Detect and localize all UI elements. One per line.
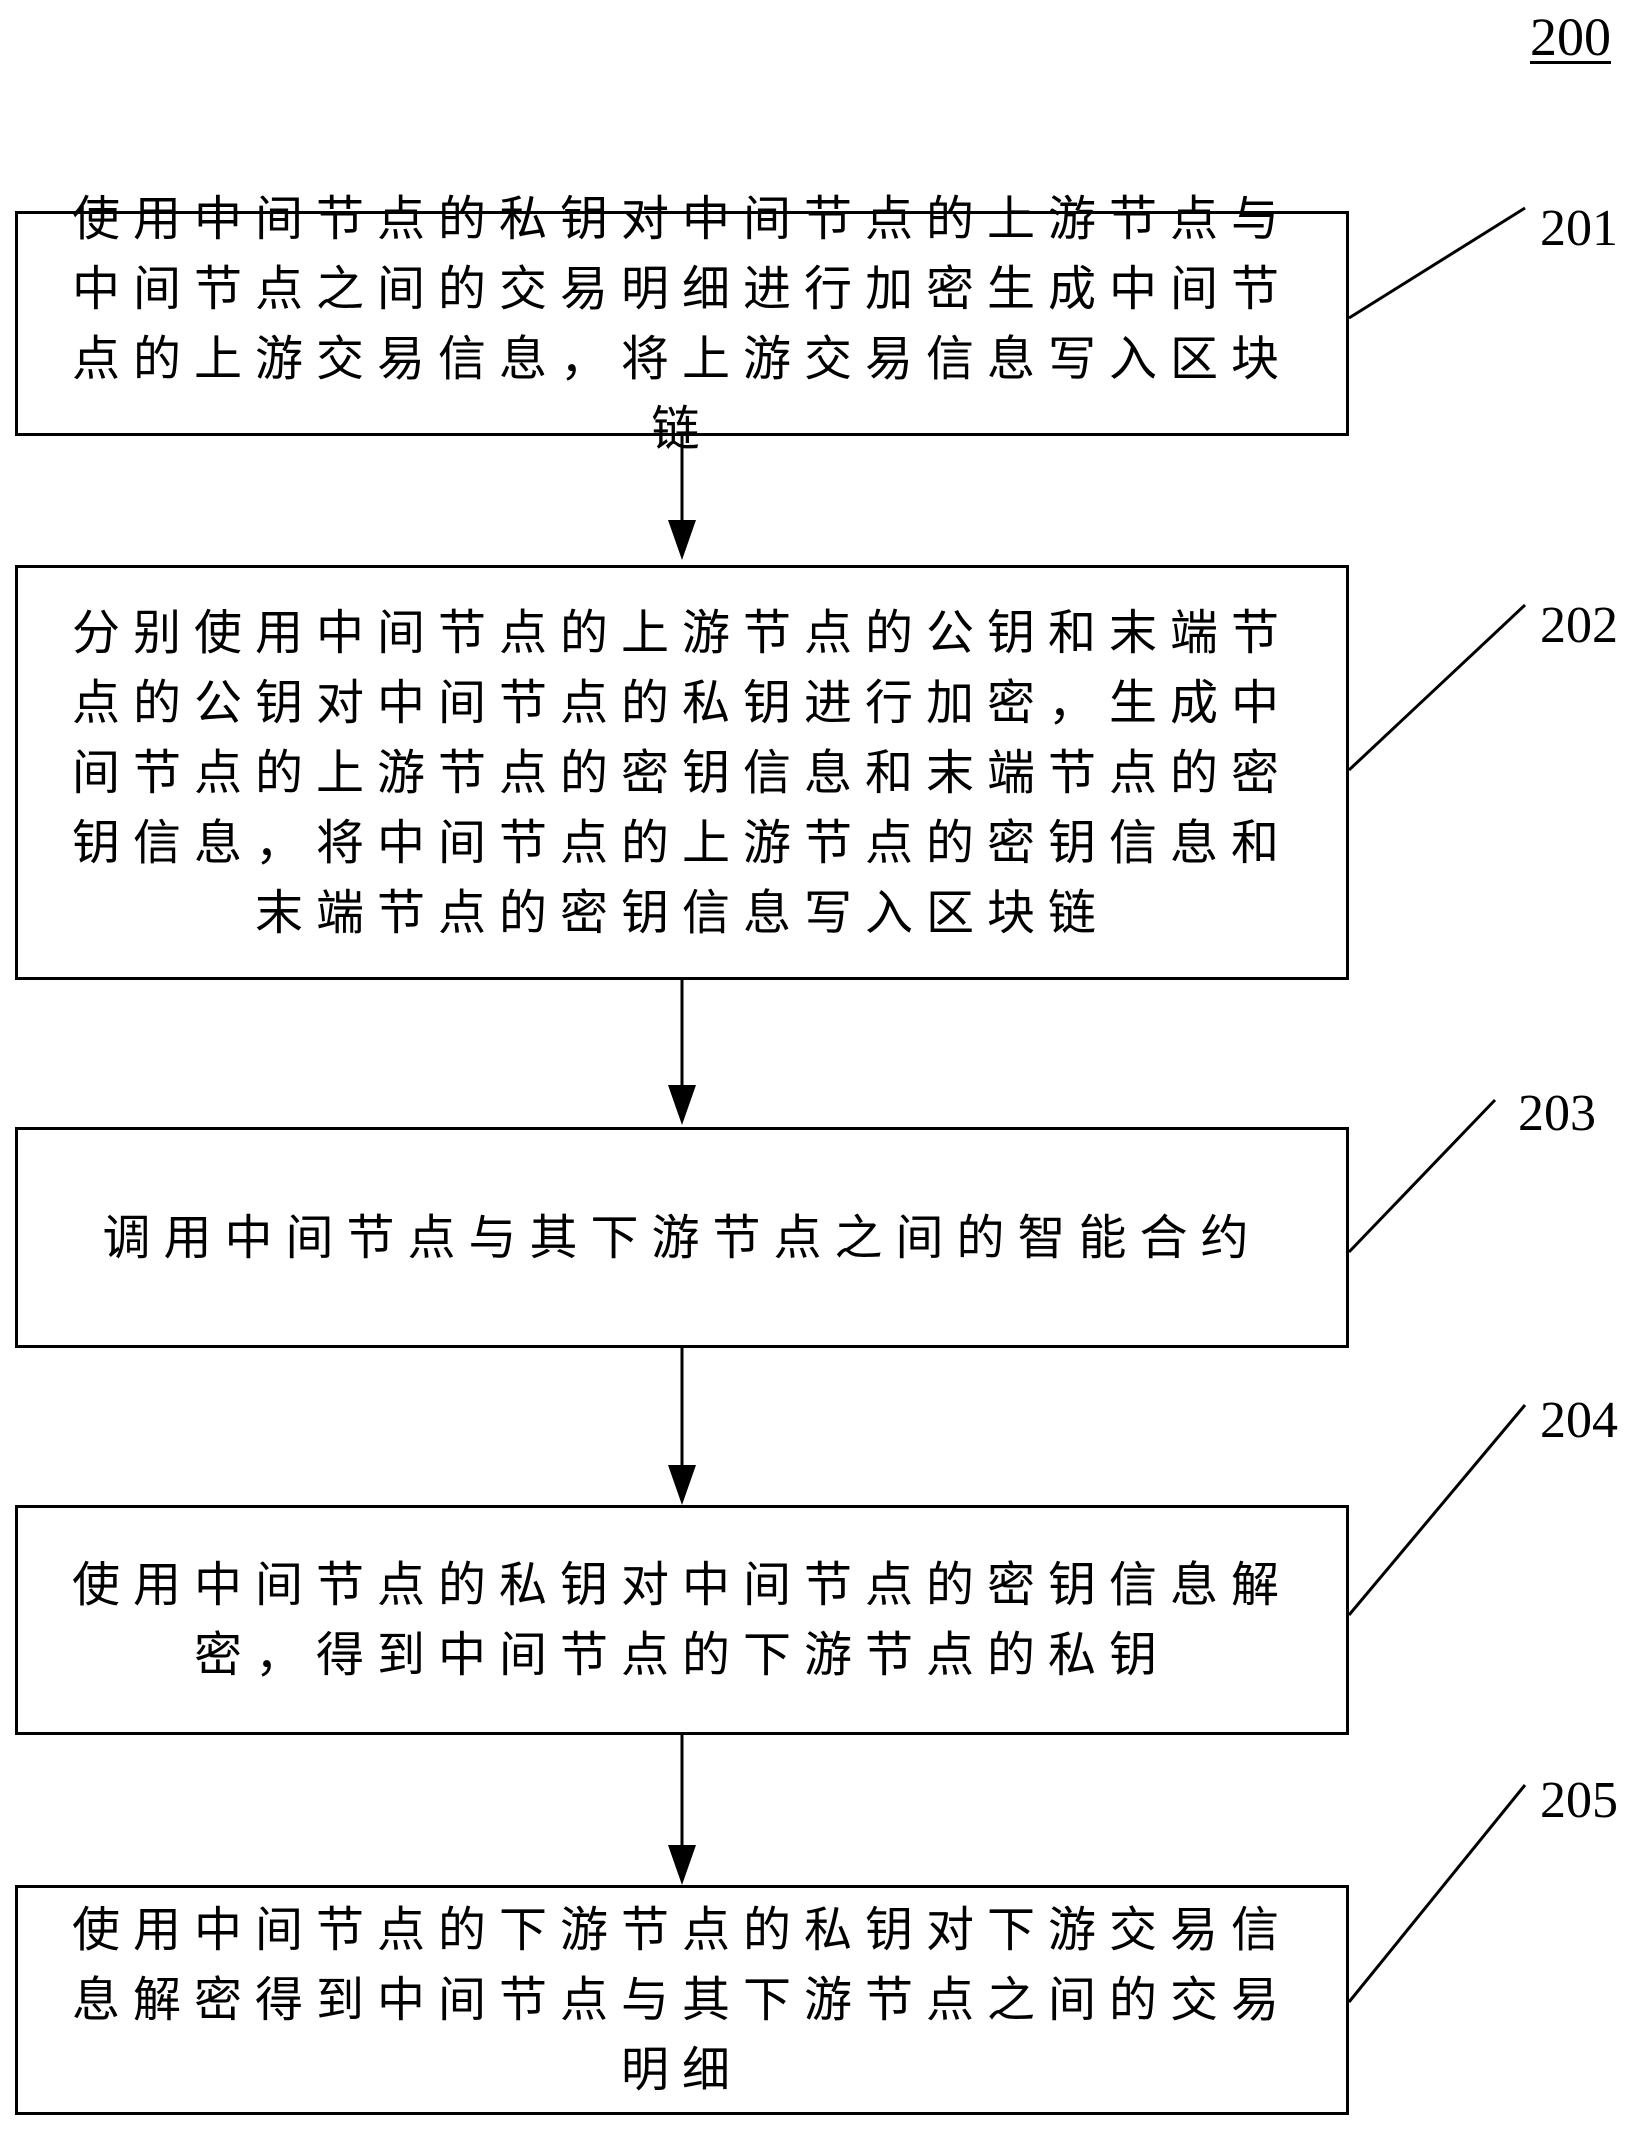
step-ref-201: 201 <box>1540 200 1618 257</box>
arrowhead-204-to-205 <box>668 1845 696 1885</box>
step-box-203: 调用中间节点与其下游节点之间的智能合约 <box>15 1127 1349 1348</box>
leader-line-201 <box>1348 206 1526 320</box>
step-box-202: 分别使用中间节点的上游节点的公钥和末端节点的公钥对中间节点的私钥进行加密，生成中… <box>15 565 1349 980</box>
leader-line-205 <box>1347 1784 1527 2003</box>
arrowhead-203-to-204 <box>668 1465 696 1505</box>
step-text-204: 使用中间节点的私钥对中间节点的密钥信息解密，得到中间节点的下游节点的私钥 <box>71 1557 1292 1683</box>
arrowhead-202-to-203 <box>668 1085 696 1125</box>
step-box-201: 使用中间节点的私钥对中间节点的上游节点与中间节点之间的交易明细进行加密生成中间节… <box>15 191 1349 457</box>
step-text-201: 使用中间节点的私钥对中间节点的上游节点与中间节点之间的交易明细进行加密生成中间节… <box>71 190 1292 457</box>
arrowhead-201-to-202 <box>668 520 696 560</box>
step-ref-205: 205 <box>1540 1772 1618 1829</box>
leader-line-204 <box>1347 1404 1527 1616</box>
step-ref-204: 204 <box>1540 1392 1618 1449</box>
step-ref-202: 202 <box>1540 597 1618 654</box>
step-text-202: 分别使用中间节点的上游节点的公钥和末端节点的公钥对中间节点的私钥进行加密，生成中… <box>71 604 1292 941</box>
step-text-205: 使用中间节点的下游节点的私钥对下游交易信息解密得到中间节点与其下游节点之间的交易… <box>71 1902 1292 2098</box>
leader-line-202 <box>1347 603 1527 772</box>
leader-lines <box>1347 206 1527 2003</box>
figure-number: 200 <box>1530 7 1611 67</box>
flow-arrows <box>668 435 696 1885</box>
step-text-203: 调用中间节点与其下游节点之间的智能合约 <box>102 1209 1262 1266</box>
step-box-205: 使用中间节点的下游节点的私钥对下游交易信息解密得到中间节点与其下游节点之间的交易… <box>15 1885 1349 2115</box>
leader-line-203 <box>1347 1098 1497 1254</box>
step-ref-203: 203 <box>1518 1085 1596 1142</box>
step-box-204: 使用中间节点的私钥对中间节点的密钥信息解密，得到中间节点的下游节点的私钥 <box>15 1505 1349 1735</box>
